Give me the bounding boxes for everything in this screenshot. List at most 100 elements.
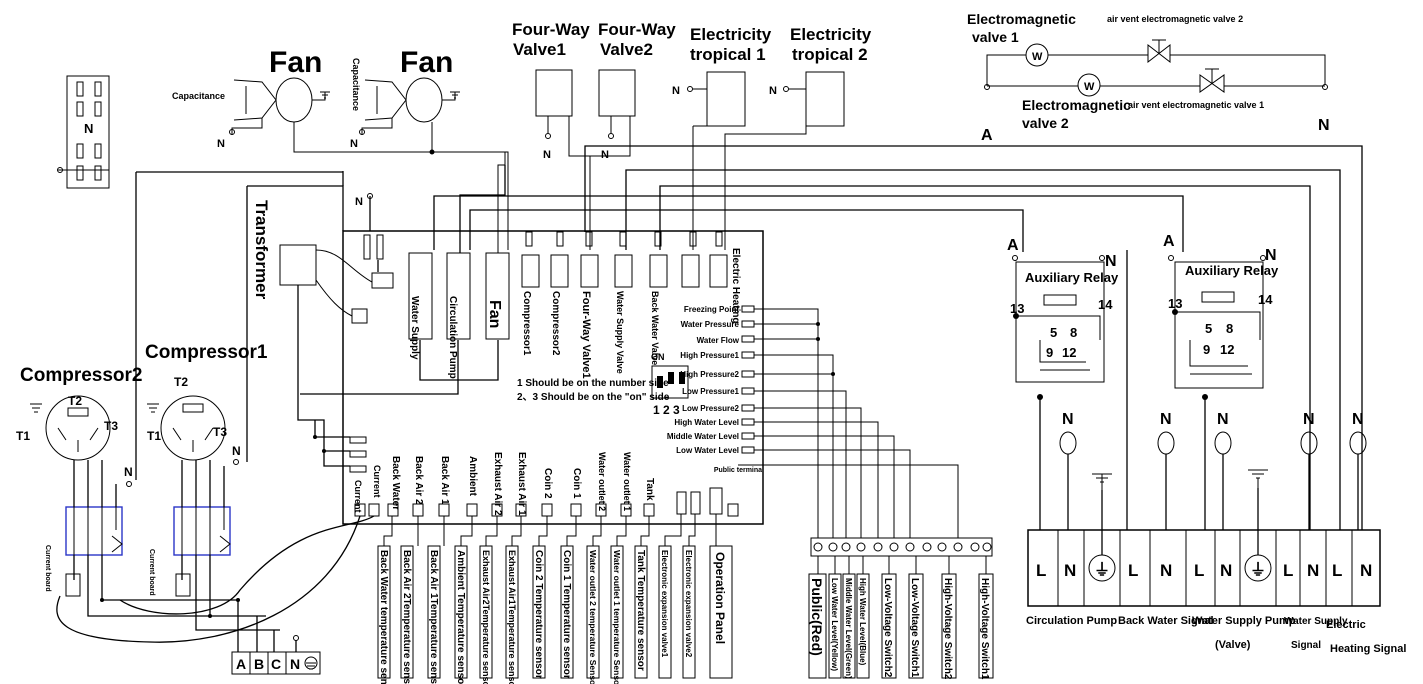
switch-public-red: Public(Red) <box>809 578 825 656</box>
svg-text:W: W <box>1032 51 1043 63</box>
svg-text:T3: T3 <box>213 425 227 439</box>
label-compressor2: Compressor2 <box>550 291 561 356</box>
four-way-valve-2: Four-Way Valve2 N <box>598 20 676 161</box>
board-top-labels: Water Supply Circulation Pump Fan Compre… <box>409 248 741 379</box>
label-back-water-valve: Back Water Valve <box>650 291 660 365</box>
label-low-pressure1: Low Pressure1 <box>682 387 739 396</box>
svg-text:8: 8 <box>1070 325 1077 340</box>
switch-high-voltage-1: High-Voltage Switch1 <box>979 578 990 680</box>
svg-text:air vent electromagnetic valve: air vent electromagnetic valve 1 <box>1128 100 1264 110</box>
valve-wires <box>547 88 807 250</box>
svg-text:14: 14 <box>1258 292 1273 307</box>
svg-text:C: C <box>271 656 281 672</box>
svg-text:T1: T1 <box>16 429 30 443</box>
label-ambient: Ambient <box>467 456 478 497</box>
sensor-back-water: Back Water temperature sensor <box>378 550 389 684</box>
left-wiring <box>56 165 506 652</box>
switch-low-voltage-2: Low-Voltage Switch2 <box>882 578 893 678</box>
dip-switch: ON 1 2 3 1 Should be on the number side … <box>517 352 689 417</box>
svg-text:L: L <box>1128 561 1138 580</box>
label-high-water-level: High Water Level <box>674 418 739 427</box>
sensor-coin-2: Coin 2 Temperature sensor <box>533 550 544 679</box>
svg-text:⏚: ⏚ <box>1094 561 1110 579</box>
label-high-pressure1: High Pressure1 <box>680 351 739 360</box>
svg-text:N: N <box>1265 247 1277 264</box>
abcn-terminals: A B C N <box>231 635 321 675</box>
svg-text:N: N <box>1064 561 1076 580</box>
svg-text:N: N <box>1217 411 1229 428</box>
svg-text:Current: Current <box>372 465 382 498</box>
switch-high-voltage-2: High-Voltage Switch2 <box>942 578 953 680</box>
svg-text:5: 5 <box>1050 325 1057 340</box>
label-low-water-level: Low Water Level <box>676 446 739 455</box>
sensor-water-outlet-2: Water outlet 2 temperature Sensor <box>588 550 598 684</box>
svg-text:N: N <box>1220 561 1232 580</box>
label-back-air-2: Back Air 2 <box>413 456 424 505</box>
operation-panel-label: Operation Panel <box>713 552 727 644</box>
svg-text:T3: T3 <box>104 419 118 433</box>
sensor-water-outlet-1: Water outlet 1 temperature Sensor <box>612 550 622 684</box>
svg-text:14: 14 <box>1098 297 1113 312</box>
four-way-valve-1: Four-Way Valve1 N <box>512 20 590 161</box>
svg-text:Heating Signal: Heating Signal <box>1330 643 1406 655</box>
sensor-tank: Tank Temperature sensor <box>635 550 646 671</box>
fan-right: Fan Capacitance N <box>350 46 460 150</box>
svg-text:9: 9 <box>1203 342 1210 357</box>
contactor-1 <box>173 506 231 556</box>
svg-text:L: L <box>1194 561 1204 580</box>
svg-text:N: N <box>290 656 300 672</box>
sensor-wires <box>383 514 717 546</box>
svg-text:Electricity: Electricity <box>790 25 872 44</box>
svg-text:⏚: ⏚ <box>1250 561 1266 579</box>
svg-text:(Valve): (Valve) <box>1215 639 1251 651</box>
label-water-supply: Water Supply <box>409 296 420 360</box>
board-top-connectors <box>351 231 728 340</box>
dip-note-1: 1 Should be on the number side <box>517 378 669 389</box>
switch-low-water: Low Water Level(Yellow) <box>830 578 839 671</box>
svg-text:L: L <box>1332 561 1342 580</box>
label-fan-connector: Fan <box>486 300 503 328</box>
svg-text:13: 13 <box>1168 296 1182 311</box>
svg-text:Four-Way: Four-Way <box>512 20 590 39</box>
switch-terminal-block: Public(Red) Low Water Level(Yellow) Midd… <box>808 537 994 680</box>
terminal-block-left: N <box>57 75 110 189</box>
svg-text:N: N <box>84 121 93 136</box>
svg-text:N: N <box>232 444 241 458</box>
svg-text:8: 8 <box>1226 321 1233 336</box>
switch-dots <box>816 322 835 376</box>
board-right-connectors: Freezing Point Water Pressure Water Flow… <box>667 305 764 474</box>
svg-text:B: B <box>254 656 264 672</box>
svg-text:5: 5 <box>1205 321 1212 336</box>
label-back-air-1: Back Air 1 <box>439 456 450 505</box>
right-wiring <box>433 145 1363 530</box>
svg-text:L: L <box>1036 561 1046 580</box>
svg-text:Capacitance: Capacitance <box>172 91 225 101</box>
label-middle-water-level: Middle Water Level <box>667 432 739 441</box>
sensor-exhaust-air-2: Exhaust Air2Temperature sensor <box>481 550 491 684</box>
svg-text:Capacitance: Capacitance <box>351 58 361 111</box>
label-exhaust-air-2: Exhaust Air 2 <box>492 452 503 516</box>
svg-text:N: N <box>1062 411 1074 428</box>
svg-text:tropical 2: tropical 2 <box>792 45 868 64</box>
svg-text:A: A <box>981 127 993 144</box>
label-low-pressure2: Low Pressure2 <box>682 404 739 413</box>
compressor-2: Compressor2 T2 T1 T3 <box>16 365 143 461</box>
svg-text:N: N <box>1160 411 1172 428</box>
svg-text:valve 2: valve 2 <box>1022 115 1069 131</box>
sensor-label-boxes: Back Water temperature sensor Back Air 2… <box>377 545 733 684</box>
control-board <box>342 230 764 525</box>
svg-text:Auxiliary Relay: Auxiliary Relay <box>1185 263 1279 278</box>
n-terminals: N N <box>124 444 241 487</box>
label-circulation-pump: Circulation Pump <box>447 296 458 379</box>
electricity-tropical-1: Electricity tropical 1 N <box>672 25 772 127</box>
label-coin-2: Coin 2 <box>542 468 553 499</box>
svg-text:N: N <box>1307 561 1319 580</box>
svg-text:9: 9 <box>1046 345 1053 360</box>
svg-text:Back Water Signal: Back Water Signal <box>1118 615 1214 627</box>
svg-text:Compressor1: Compressor1 <box>145 342 268 363</box>
svg-text:Current board: Current board <box>148 549 155 596</box>
svg-text:N: N <box>1360 561 1372 580</box>
label-coin-1: Coin 1 <box>571 468 582 499</box>
sensor-coin-1: Coin 1 Temperature sensor <box>561 550 572 679</box>
